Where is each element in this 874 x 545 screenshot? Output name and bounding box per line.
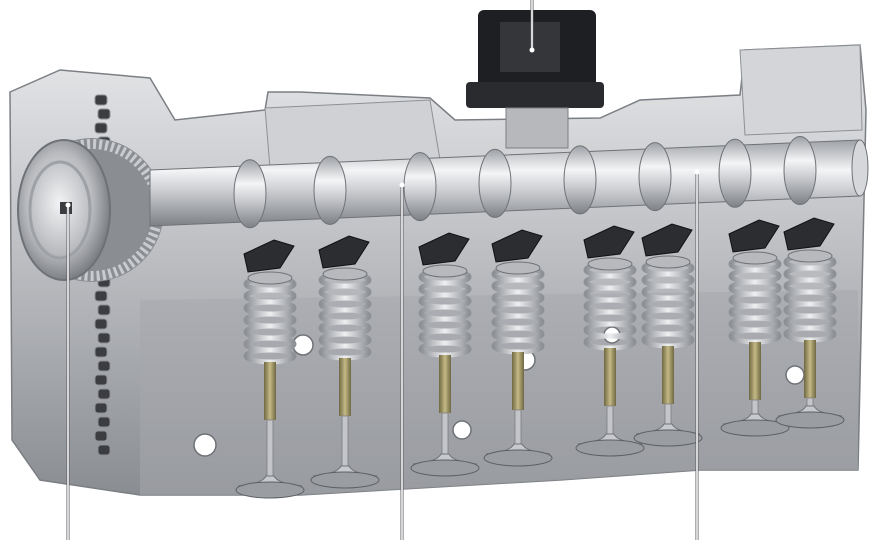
valve-guide [264, 362, 276, 420]
casting-hole [785, 365, 805, 385]
spring-retainer [495, 261, 541, 275]
spring-retainer [422, 264, 468, 278]
valve-face [775, 411, 845, 429]
valve-guide [804, 340, 816, 398]
cam-lobe [478, 148, 512, 218]
chain-link [94, 318, 108, 330]
valve-face [720, 419, 790, 437]
chain-link [97, 388, 111, 400]
camshaft-sprocket-with-phaser [17, 138, 164, 282]
callout-anchor-dot [694, 169, 700, 175]
callout-anchor-dot [529, 47, 535, 53]
rocker-arm [583, 225, 635, 259]
valve-guide [662, 346, 674, 404]
valve-guide [749, 342, 761, 400]
valve-guide [512, 352, 524, 410]
valve-face [410, 459, 480, 477]
valve-spring [418, 268, 472, 358]
chain-link [94, 430, 108, 442]
spring-retainer [645, 255, 691, 269]
callout-anchor-dot [65, 202, 71, 208]
black-valve-lift-actuator [466, 10, 604, 149]
casting-hole [193, 433, 217, 457]
callout-anchor-dot [399, 182, 405, 188]
cam-lobe [403, 152, 437, 222]
rocker-arm [641, 223, 693, 257]
rocker-arm [783, 217, 835, 251]
valve-stem [341, 415, 349, 471]
cam-lobe [563, 145, 597, 215]
rocker-arm [728, 219, 780, 253]
spring-retainer [322, 267, 368, 281]
valve-stem [606, 405, 614, 439]
cam-lobe [718, 138, 752, 208]
chain-link [94, 122, 108, 134]
chain-link [97, 416, 111, 428]
rocker-arm [318, 235, 370, 269]
valve-stem [441, 412, 449, 459]
valve-spring [243, 275, 297, 365]
chain-link [97, 360, 111, 372]
cam-lobe [313, 155, 347, 225]
chain-link [94, 402, 108, 414]
valve-train [235, 217, 845, 499]
camshaft [149, 136, 869, 229]
spring-retainer [247, 271, 293, 285]
valve-face [575, 439, 645, 457]
spring-retainer [787, 249, 833, 263]
valve-face [235, 481, 305, 499]
chain-link [94, 374, 108, 386]
chain-link [94, 94, 108, 106]
chain-link [94, 346, 108, 358]
valve-spring [583, 261, 637, 351]
valve-stem [266, 419, 274, 481]
rocker-arm [418, 232, 470, 266]
head-upper-right-casting [739, 44, 863, 136]
valve-face [310, 471, 380, 489]
casting-hole [452, 420, 472, 440]
valve-face [633, 429, 703, 447]
chain-link [97, 332, 111, 344]
chain-link [97, 444, 111, 456]
cam-lobe [638, 142, 672, 212]
valve-guide [339, 358, 351, 416]
valve-stem [514, 409, 522, 449]
valve-guide [604, 348, 616, 406]
valve-face [483, 449, 553, 467]
chain-link [94, 290, 108, 302]
spring-retainer [587, 257, 633, 271]
spring-retainer [732, 251, 778, 265]
chain-link [97, 108, 111, 120]
callout-lines [65, 0, 700, 540]
rocker-arm [491, 229, 543, 263]
chain-link [97, 304, 111, 316]
cam-lobe [233, 159, 267, 229]
rocker-arm [243, 239, 295, 273]
valve-guide [439, 355, 451, 413]
cam-lobe [783, 136, 817, 206]
